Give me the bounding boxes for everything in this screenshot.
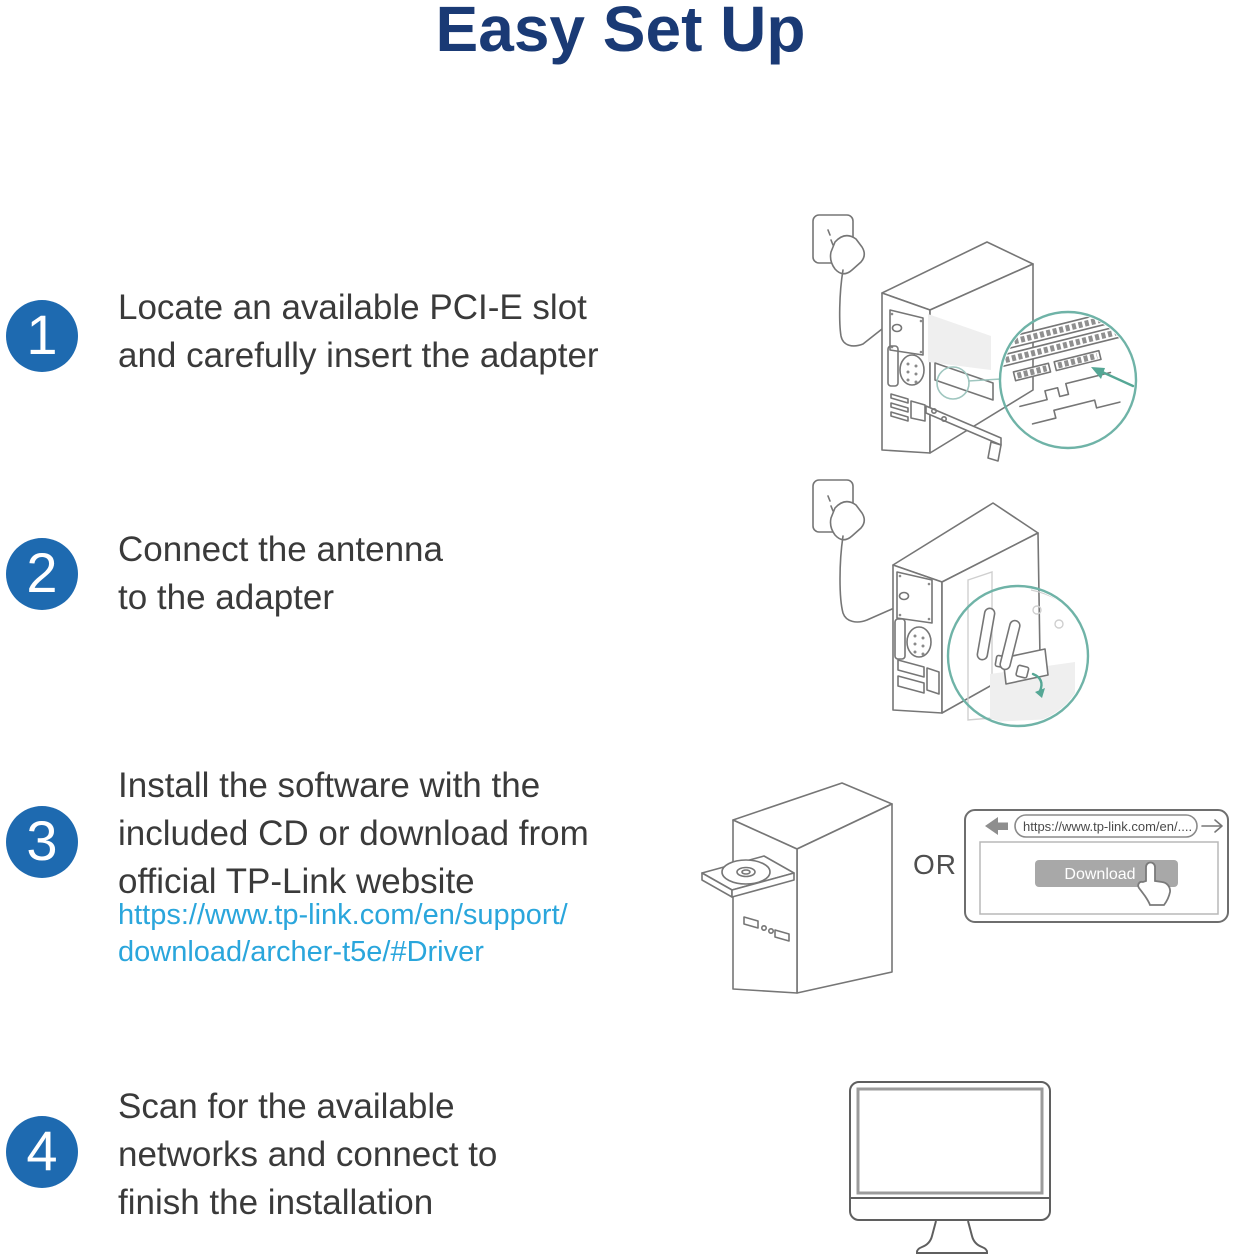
step-2-illustration [812,479,1090,728]
step-1-illustration [812,214,1138,462]
step-3-number-badge: 3 [6,806,78,878]
back-arrow-icon [985,817,1008,835]
download-button[interactable] [1035,860,1178,887]
step-4-illustration [849,1081,1051,1254]
zoom-source-circle [936,366,970,400]
step-2-line-2: to the adapter [118,578,334,617]
or-label: OR [913,849,957,880]
download-button-label: Download [1064,866,1135,883]
forward-arrow-icon [1201,819,1223,833]
download-link-line-2[interactable]: download/archer-t5e/#Driver [118,936,484,968]
step-3-line-1: Install the software with the [118,766,541,805]
fan-grill-icon [899,354,925,386]
step-3-download-link[interactable]: https://www.tp-link.com/en/support/ down… [118,897,568,971]
cd-tray [701,855,795,898]
step-3-line-3: official TP-Link website [118,862,475,901]
antenna-icon [999,619,1030,679]
cd-disc-icon [721,859,771,885]
step-2-line-1: Connect the antenna [118,530,443,569]
power-cable [838,269,883,347]
pc-tower-illustration [881,241,1034,462]
fan-grill-icon [906,626,932,658]
step-4-line-1: Scan for the available [118,1087,455,1126]
hand-cursor-icon [1137,861,1171,906]
power-cable [839,535,893,623]
step-3-illustration: https://www.tp-link.com/en/.... Download [701,782,1229,994]
step-1-text: Locate an available PCI-E slot and caref… [118,284,599,380]
pc-tower-cd-illustration [701,782,893,994]
pcie-slot-magnifier [998,310,1138,450]
step-1-line-2: and carefully insert the adapter [118,336,599,375]
step-2-number-badge: 2 [6,538,78,610]
step-4-number-badge: 4 [6,1116,78,1188]
step-1-number-badge: 1 [6,300,78,372]
pcie-adapter-card [934,362,994,401]
step-1-line-1: Locate an available PCI-E slot [118,288,587,327]
step-4-text: Scan for the available networks and conn… [118,1083,497,1227]
step-3-text: Install the software with the included C… [118,762,589,906]
download-link-line-1[interactable]: https://www.tp-link.com/en/support/ [118,899,568,931]
front-ports [743,916,790,942]
url-bar [1014,814,1198,838]
screw-rotation-arrow [1031,672,1045,698]
expansion-slots [897,659,940,695]
monitor-icon [849,1081,1051,1254]
page-title: Easy Set Up [435,0,806,65]
monitor-stand [916,1220,988,1254]
step-2-text: Connect the antenna to the adapter [118,526,443,622]
psu-panel [889,309,924,356]
psu-panel [896,571,933,624]
power-plug-icon [829,500,866,541]
power-plug-icon [829,234,866,275]
step-4-line-2: networks and connect to [118,1135,498,1174]
vent-slot [887,345,899,387]
step-3-line-2: included CD or download from [118,814,589,853]
antenna-magnifier [946,584,1090,728]
step-4-line-3: finish the installation [118,1183,434,1222]
expansion-slots [890,393,926,422]
browser-window-illustration: https://www.tp-link.com/en/.... Download [964,809,1229,923]
url-text: https://www.tp-link.com/en/.... [1023,819,1192,834]
insert-direction-arrow [1091,367,1135,388]
vent-slot [894,618,906,660]
